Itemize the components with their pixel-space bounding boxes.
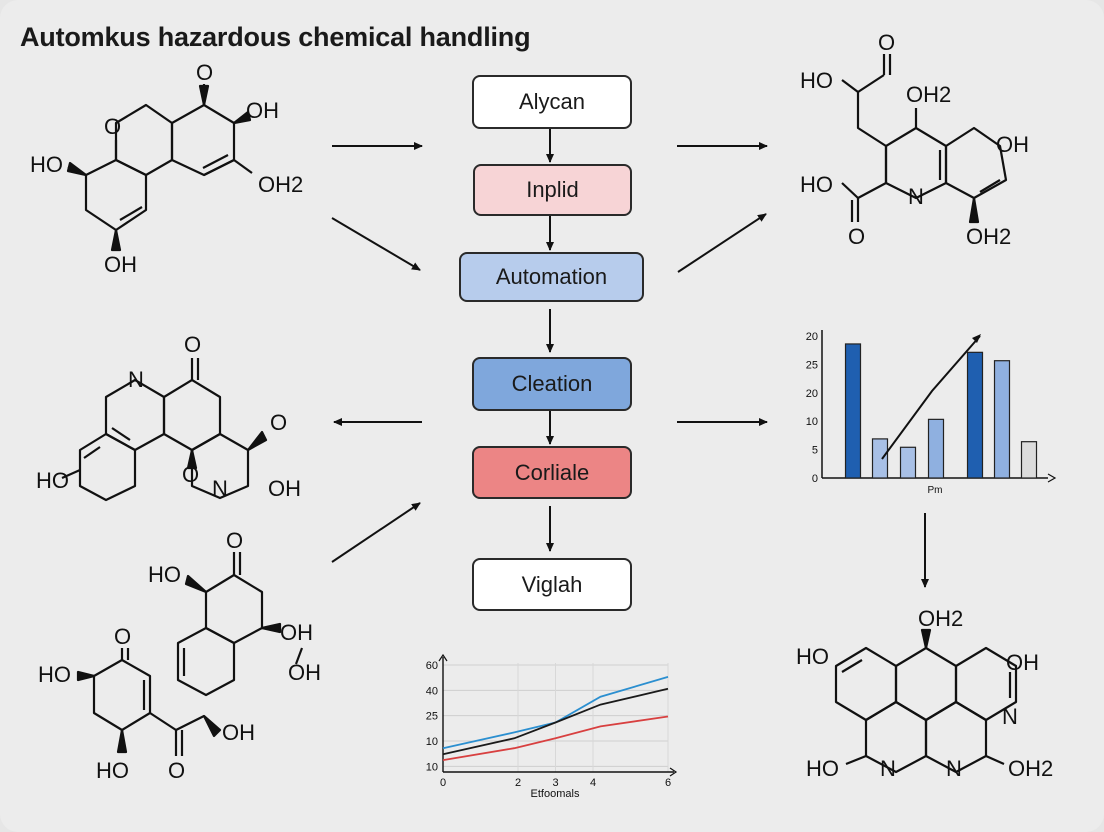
flow-node-label: Corliale xyxy=(514,459,590,485)
x-axis-label: Etfoomals xyxy=(531,788,580,800)
atom-label: O xyxy=(182,462,199,487)
molecule-3 xyxy=(61,358,268,502)
atom-label: HO xyxy=(36,468,69,493)
atom-label: O xyxy=(196,60,213,85)
page-title: Automkus hazardous chemical handling xyxy=(20,22,531,52)
atom-label: OH2 xyxy=(906,82,951,107)
flow-node-label: Automation xyxy=(495,264,608,289)
atom-label: N xyxy=(212,476,228,501)
atom-label: O xyxy=(878,30,895,55)
bar xyxy=(871,438,889,479)
atom-label: O xyxy=(168,758,185,783)
arrow-m4-to-corliale xyxy=(331,502,421,563)
atom-label: OH2 xyxy=(918,606,963,631)
atom-label: HO xyxy=(796,644,829,669)
flow-node-cleation[interactable]: Cleation xyxy=(472,357,632,411)
flow-node-label: Cleation xyxy=(511,371,593,396)
y-tick-label: 10 xyxy=(426,736,438,748)
atom-label: OH xyxy=(288,660,321,685)
atom-label: OH xyxy=(280,620,313,645)
atom-label: O xyxy=(270,410,287,435)
x-tick-label: 3 xyxy=(552,777,558,789)
series-line xyxy=(442,715,669,761)
x-axis-arrow xyxy=(1047,473,1057,483)
y-tick-label: 10 xyxy=(426,761,438,773)
y-tick-label: 10 xyxy=(806,416,818,428)
atom-label: HO xyxy=(96,758,129,783)
flow-node-label: Alycan xyxy=(518,89,586,114)
molecule-2 xyxy=(841,54,1008,224)
atom-label: OH xyxy=(268,476,301,501)
trend-arrow-head xyxy=(972,334,981,343)
bar xyxy=(899,446,917,479)
trend-arrow xyxy=(881,335,981,460)
flow-node-label: Viglah xyxy=(521,571,583,597)
flow-node-viglah[interactable]: Viglah xyxy=(472,558,632,611)
atom-label: HO xyxy=(806,756,839,781)
y-tick-label: 60 xyxy=(426,660,438,672)
atom-label: N xyxy=(946,756,962,781)
atom-label: N xyxy=(908,184,924,209)
atom-label: N xyxy=(1002,704,1018,729)
flow-node-alycan[interactable]: Alycan xyxy=(472,75,632,129)
y-tick-label: 20 xyxy=(806,331,818,343)
atom-label: HO xyxy=(800,172,833,197)
bar xyxy=(993,360,1011,479)
atom-label: O xyxy=(226,528,243,553)
molecule-6 xyxy=(834,628,1018,774)
atom-label: OH xyxy=(104,252,137,277)
flow-node-corliale[interactable]: Corliale xyxy=(472,446,632,499)
x-tick-label: 4 xyxy=(590,777,596,789)
arrow-m1-to-automation xyxy=(331,217,421,271)
molecule-5 xyxy=(76,648,222,756)
atom-label: OH2 xyxy=(258,172,303,197)
bar xyxy=(1020,441,1038,479)
atom-label: HO xyxy=(38,662,71,687)
bar-chart: 20 25 20 10 5 0Pm xyxy=(806,330,1057,496)
bar xyxy=(844,343,862,479)
molecule-4 xyxy=(176,552,304,697)
x-axis-label: Pm xyxy=(928,485,943,496)
atom-label: O xyxy=(114,624,131,649)
y-tick-label: 40 xyxy=(426,685,438,697)
x-tick-label: 2 xyxy=(515,777,521,789)
y-tick-label: 0 xyxy=(812,473,818,485)
atom-label: OH xyxy=(1006,650,1039,675)
flow-node-inplid[interactable]: Inplid xyxy=(473,164,632,216)
atom-label: N xyxy=(880,756,896,781)
atom-label: HO xyxy=(800,68,833,93)
x-tick-label: 6 xyxy=(665,777,671,789)
y-tick-label: 20 xyxy=(806,388,818,400)
atom-label: OH2 xyxy=(966,224,1011,249)
y-tick-label: 5 xyxy=(812,445,818,457)
x-axis-arrow xyxy=(669,767,678,777)
atom-label: OH xyxy=(996,132,1029,157)
atom-label: HO xyxy=(148,562,181,587)
bar xyxy=(927,418,945,479)
x-tick-label: 0 xyxy=(440,777,446,789)
molecule-1 xyxy=(66,84,253,252)
flow-node-label: Inplid xyxy=(526,177,579,202)
atom-label: O xyxy=(104,114,121,139)
y-tick-label: 25 xyxy=(806,359,818,371)
atom-label: OH xyxy=(222,720,255,745)
atom-label: O xyxy=(184,332,201,357)
atom-label: OH2 xyxy=(1008,756,1053,781)
atom-label: O xyxy=(848,224,865,249)
series-line xyxy=(442,687,669,756)
atom-label: OH xyxy=(246,98,279,123)
bar xyxy=(966,351,984,479)
flow-node-automation[interactable]: Automation xyxy=(459,252,644,302)
y-tick-label: 25 xyxy=(426,711,438,723)
arrow-automation-to-m2 xyxy=(677,213,767,273)
atom-label: HO xyxy=(30,152,63,177)
y-axis-arrow xyxy=(438,653,448,662)
atom-label: N xyxy=(128,367,144,392)
